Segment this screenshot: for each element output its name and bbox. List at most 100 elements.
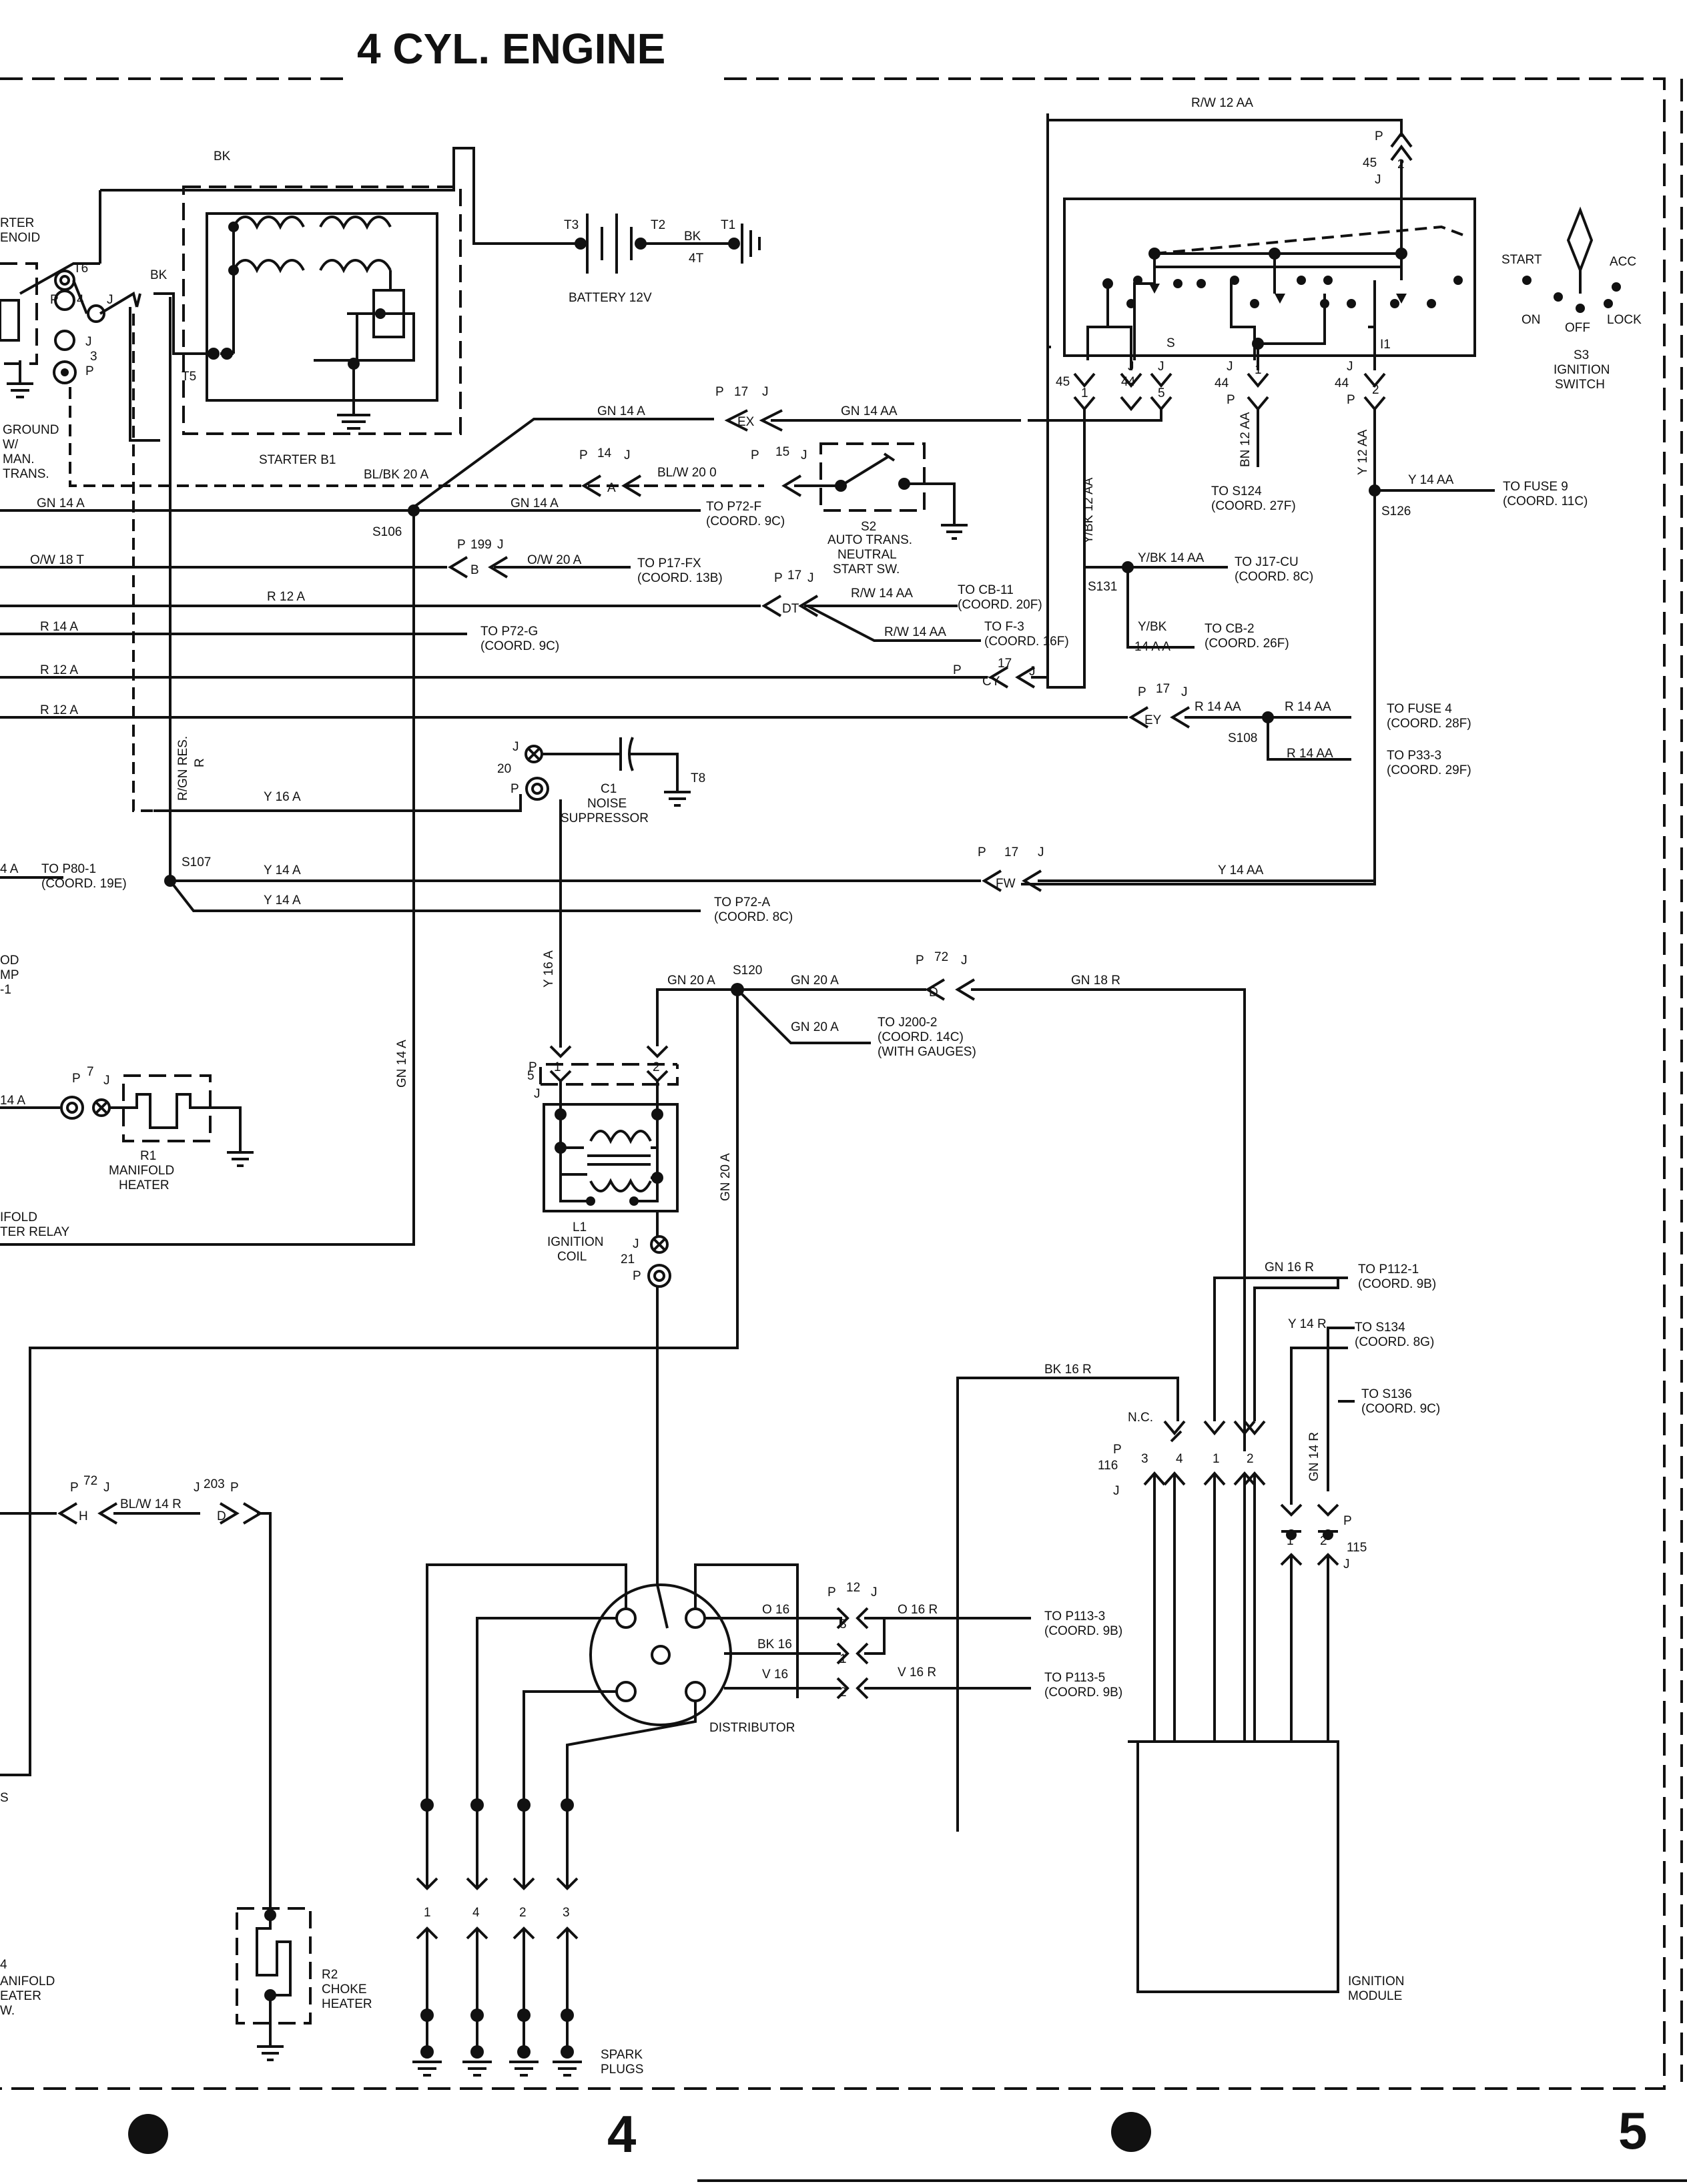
svg-text:TO FUSE 4: TO FUSE 4 [1387,702,1452,716]
svg-text:3: 3 [90,350,97,364]
svg-text:J: J [85,335,92,349]
svg-text:Y 14 AA: Y 14 AA [1218,863,1264,877]
svg-text:O/W 20 A: O/W 20 A [527,553,582,567]
svg-text:1: 1 [839,1652,847,1666]
svg-text:BL/W 20 0: BL/W 20 0 [657,466,717,480]
svg-text:BN 12 AA: BN 12 AA [1239,412,1253,467]
svg-text:J: J [497,538,504,552]
bk-starter-wire [153,292,214,355]
bk-top-wire [100,147,474,192]
svg-text:W/: W/ [3,438,19,452]
svg-text:P: P [457,538,466,552]
svg-text:(COORD. 8G): (COORD. 8G) [1355,1335,1434,1349]
svg-text:P: P [1227,393,1235,407]
svg-text:116: 116 [1098,1459,1118,1473]
svg-text:MP: MP [0,968,19,982]
distributor: DISTRIBUTOR O 16 BK 16 V 16 [426,1287,842,1805]
svg-text:B: B [470,563,479,577]
svg-text:BL/W 14 R: BL/W 14 R [120,1497,182,1511]
switch-pos-off: OFF [1565,321,1590,335]
switch-pos-lock: LOCK [1607,313,1642,327]
svg-text:P: P [1138,685,1146,699]
terminal-t2: T2 [651,218,665,232]
switch-pos-on: ON [1522,313,1541,327]
svg-text:R 14 AA: R 14 AA [1195,700,1241,714]
svg-text:R 14 AA: R 14 AA [1285,700,1331,714]
svg-text:O 16: O 16 [762,1603,789,1617]
svg-text:J: J [1029,665,1036,679]
svg-text:J: J [1158,360,1164,374]
svg-text:TO S124: TO S124 [1211,484,1262,498]
svg-text:R2: R2 [322,1968,338,1982]
svg-text:IGNITION: IGNITION [1348,1974,1404,1988]
svg-text:BL/BK 20 A: BL/BK 20 A [364,468,429,482]
svg-text:V 16 R: V 16 R [898,1666,936,1680]
svg-text:CY: CY [982,675,1000,689]
starter-label: STARTER B1 [259,453,336,467]
svg-text:TO P113-3: TO P113-3 [1044,1609,1105,1623]
terminal-t3: T3 [564,218,579,232]
svg-text:J: J [1227,360,1233,374]
svg-text:J: J [1128,360,1134,374]
svg-text:(COORD. 27F): (COORD. 27F) [1211,499,1296,513]
svg-text:C1: C1 [601,782,617,796]
svg-text:GN 14 A: GN 14 A [511,496,559,510]
connector-p12: P 12 J 3 1 2 O 16 R V 16 R TO P113-3 (CO… [827,1581,1122,1700]
svg-text:(COORD. 9C): (COORD. 9C) [480,639,559,653]
gn20a-s108-wiring: GN 20 A S120 GN 20 A P 72 J D GN 18 R GN… [0,950,1246,1776]
svg-text:R/W 14 AA: R/W 14 AA [884,625,946,639]
svg-text:START SW.: START SW. [833,563,900,577]
svg-text:5: 5 [527,1069,535,1083]
svg-text:3: 3 [1141,1452,1148,1466]
svg-text:GN 20 A: GN 20 A [791,1020,839,1034]
terminal-t5: T6 [73,262,88,276]
svg-text:PLUGS: PLUGS [601,2063,643,2077]
svg-text:14 A: 14 A [0,1094,25,1108]
svg-text:R 12 A: R 12 A [267,590,305,604]
svg-text:J: J [1375,173,1381,187]
svg-text:R 12 A: R 12 A [40,663,78,677]
manifold-heater-r1: 14 A P 7 J R1 MANIFOLD HEATER IFOLD TER … [0,954,254,1239]
svg-text:TO F-3: TO F-3 [984,620,1024,634]
svg-text:AUTO TRANS.: AUTO TRANS. [827,533,912,547]
svg-text:1: 1 [1213,1452,1220,1466]
wire-bk-top: BK [214,149,231,163]
svg-text:P: P [72,1072,81,1086]
svg-text:IFOLD: IFOLD [0,1210,37,1224]
svg-text:GN 18 R: GN 18 R [1071,974,1120,988]
svg-text:P: P [916,954,924,968]
svg-text:EX: EX [737,415,755,429]
svg-text:72: 72 [83,1474,97,1488]
page-frame [0,77,1687,2182]
svg-text:TO P80-1: TO P80-1 [41,862,96,876]
neutral-start-switch-s2: S2 AUTO TRANS. NEUTRAL START SW. [794,442,968,577]
svg-text:12: 12 [846,1581,860,1595]
svg-text:J: J [1113,1484,1120,1498]
svg-text:21: 21 [621,1252,635,1266]
svg-text:J: J [194,1481,200,1495]
wire-bk-battery: BK [684,230,701,244]
svg-text:J: J [1038,845,1044,859]
starter-solenoid: RTER ENOID T6 P 4 J J 3 P GROUND W/ MAN.… [0,216,141,481]
svg-text:(COORD. 8C): (COORD. 8C) [1235,570,1313,584]
svg-text:S126: S126 [1381,504,1411,518]
svg-text:GN 14 A: GN 14 A [597,404,645,418]
svg-text:TO P17-FX: TO P17-FX [637,557,701,571]
svg-text:(COORD. 14C): (COORD. 14C) [878,1030,964,1044]
svg-text:P: P [1375,129,1383,143]
svg-text:Y 16 A: Y 16 A [542,950,556,988]
svg-text:R 12 A: R 12 A [40,703,78,717]
svg-text:RTER: RTER [0,216,34,230]
rgn-res-wire [132,314,153,812]
svg-text:2: 2 [1320,1534,1327,1548]
svg-text:17: 17 [1156,682,1170,696]
terminal-t6: T5 [182,370,196,384]
svg-text:4 A: 4 A [0,862,19,876]
noise-suppressor-c1: J 20 P T8 C1 NOISE SUPPRESSOR [497,737,705,825]
svg-text:4: 4 [472,1906,480,1920]
svg-text:N.C.: N.C. [1128,1411,1153,1425]
svg-text:P: P [511,782,519,796]
svg-text:P: P [85,364,94,378]
svg-text:OD: OD [0,954,19,968]
